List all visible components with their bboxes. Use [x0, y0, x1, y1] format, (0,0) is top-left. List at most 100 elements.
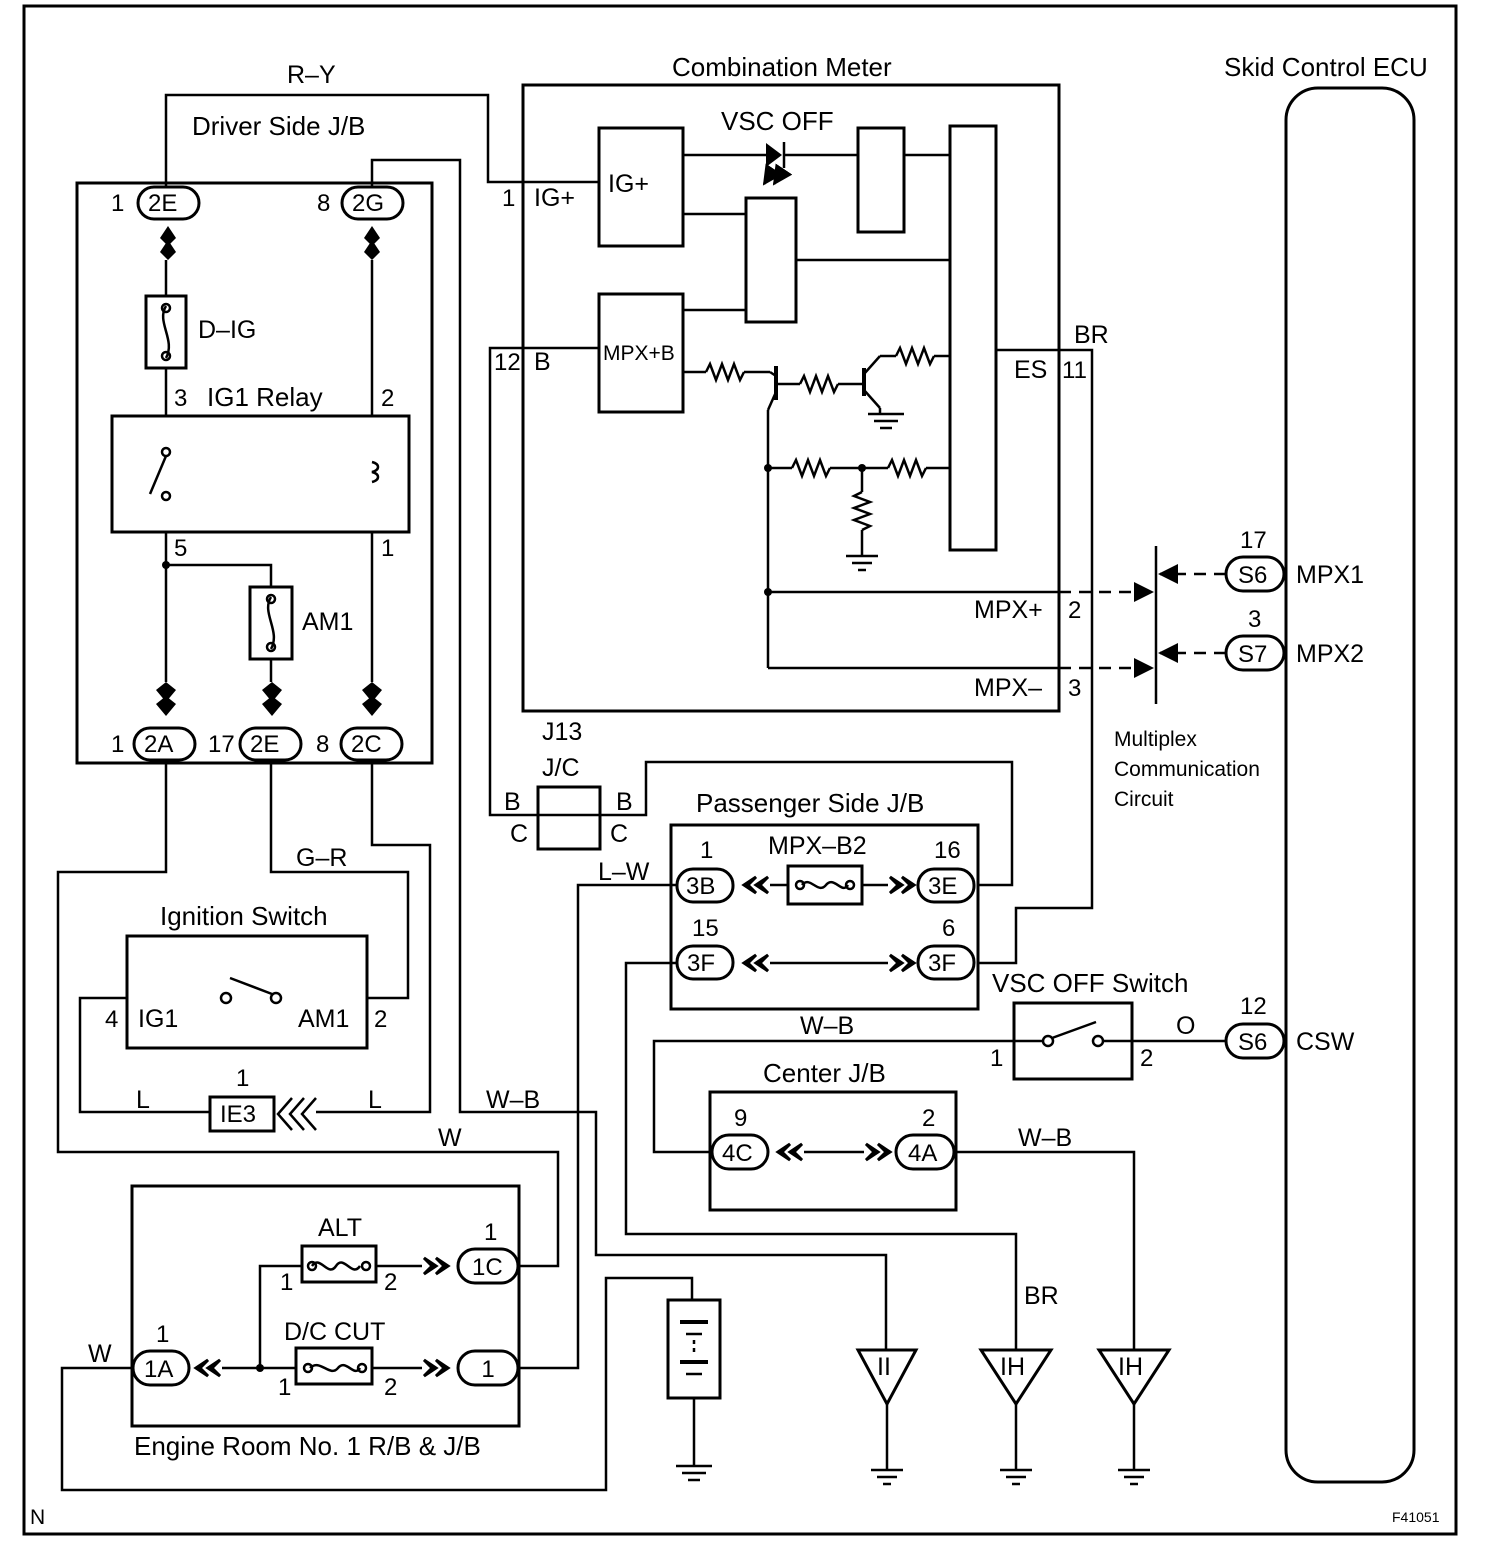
connector-1c — [456, 1247, 520, 1285]
driver-side-jb-title: Driver Side J/B — [192, 111, 365, 141]
ground-icon — [868, 412, 904, 430]
fuse-am1-label: AM1 — [302, 608, 353, 636]
engine-room-rb-jb: Engine Room No. 1 R/B & J/B ALT 1 2 D/C … — [130, 1184, 521, 1461]
connector-s6-csw-label: S6 — [1238, 1029, 1267, 1056]
meter-terminal-ig-plus: IG+ — [534, 184, 575, 212]
wire-w-mid-label: W — [438, 1124, 462, 1152]
chevron-right-icon — [422, 1256, 451, 1276]
ecu-terminal-mpx2: MPX2 — [1296, 640, 1364, 668]
fuse-alt — [300, 1244, 378, 1284]
center-jb-title: Center J/B — [763, 1058, 886, 1088]
wire-w-b-mid — [652, 1039, 1014, 1154]
connector-2g-label: 2G — [352, 190, 384, 217]
connector-3f-right-label: 3F — [928, 950, 956, 977]
connector-s6-mpx1-label: S6 — [1238, 562, 1267, 589]
driver-side-jb: Driver Side J/B 2E 1 2G 8 D–IG IG1 Relay… — [75, 111, 434, 765]
ignition-switch-title: Ignition Switch — [160, 901, 328, 931]
skid-control-ecu: Skid Control ECU S6 17 MPX1 S7 3 MPX2 S6… — [1224, 52, 1428, 1484]
fuse-dc-pin-1: 1 — [278, 1374, 291, 1401]
connector-1c-label: 1C — [472, 1254, 503, 1281]
wire-o-label: O — [1176, 1012, 1195, 1040]
ground-icon — [1000, 1468, 1032, 1486]
wire-l-w-label: L–W — [598, 858, 650, 886]
wire-jc-to-3e — [600, 760, 1014, 887]
relay-pin-1: 1 — [381, 535, 394, 562]
ground-ih-1: IH — [978, 1348, 1054, 1486]
fuse-mpx-b2-label: MPX–B2 — [768, 832, 867, 860]
meter-terminal-mpx-plus: MPX+ — [974, 596, 1043, 624]
connector-s6-csw-pin: 12 — [1240, 993, 1267, 1020]
connector-s6-csw — [1224, 1022, 1286, 1060]
connector-3e — [916, 867, 976, 904]
ground-ii-label: II — [877, 1353, 891, 1381]
resistor-icon — [704, 360, 746, 384]
ground-icon — [1118, 1468, 1150, 1486]
resistor-icon — [798, 372, 840, 396]
ig1-relay-title: IG1 Relay — [207, 382, 323, 412]
meter-pin-11: 11 — [1062, 357, 1087, 384]
multiplex-label-line3: Circuit — [1114, 788, 1174, 811]
fuse-alt-pin-1: 1 — [280, 1269, 293, 1296]
meter-terminal-es: ES — [1014, 356, 1047, 384]
vsc-off-indicator-label: VSC OFF — [721, 106, 834, 136]
chevron-up-icon — [160, 226, 176, 260]
connector-2a-pin: 1 — [111, 731, 124, 758]
meter-cpu-block — [948, 124, 998, 552]
connector-4c-pin: 9 — [734, 1105, 747, 1132]
resistor-icon — [894, 344, 936, 368]
wire-w-left-label: W — [88, 1340, 112, 1368]
wire-w-b-right — [954, 1150, 1136, 1350]
resistor-icon — [850, 490, 874, 532]
connector-2e-top — [136, 185, 201, 221]
meter-terminal-b: B — [534, 348, 551, 376]
meter-mpx-b-block-label: MPX+B — [603, 342, 675, 365]
ecu-terminal-csw: CSW — [1296, 1028, 1355, 1056]
connector-3b-label: 3B — [686, 873, 715, 900]
connector-2e-bottom-label: 2E — [250, 731, 279, 758]
led-icon — [766, 143, 782, 167]
wire-l-left-label: L — [136, 1086, 150, 1114]
connector-s7-mpx2-label: S7 — [1238, 641, 1267, 668]
meter-terminal-mpx-minus: MPX– — [974, 674, 1042, 702]
chevron-up-icon — [364, 226, 380, 260]
meter-driver-block — [856, 126, 906, 234]
outer-frame — [22, 4, 1458, 1536]
jc-terminal-b-left: B — [504, 788, 521, 816]
connector-3b-pin: 1 — [700, 837, 713, 864]
wire-l-right — [316, 760, 432, 1114]
wire-l-right-label: L — [368, 1086, 382, 1114]
meter-ig-plus-block — [597, 126, 685, 248]
chevron-down-icon — [362, 682, 382, 716]
connector-s6-mpx1-pin: 17 — [1240, 527, 1267, 554]
wire-br-top-label: BR — [1074, 321, 1109, 349]
ignition-terminal-ig1: IG1 — [138, 1005, 178, 1033]
resistor-icon — [886, 456, 928, 480]
ig1-relay — [110, 414, 411, 534]
relay-pin-3: 3 — [174, 385, 187, 412]
relay-pin-5: 5 — [174, 535, 187, 562]
connector-2e-top-pin: 1 — [111, 190, 124, 217]
vsc-off-switch-title: VSC OFF Switch — [992, 968, 1188, 998]
chevron-down-icon — [156, 682, 176, 716]
wire-g-r — [269, 760, 410, 1000]
engine-room-title: Engine Room No. 1 R/B & J/B — [134, 1431, 481, 1461]
wire-r-y-label: R–Y — [287, 61, 336, 89]
chevron-left-icon — [193, 1358, 222, 1378]
wire-br-ground — [624, 961, 1018, 1350]
chevron-left-icon — [741, 875, 770, 895]
connector-4a-label: 4A — [908, 1140, 937, 1167]
chevron-right-icon — [422, 1358, 451, 1378]
connector-2a-label: 2A — [144, 731, 173, 758]
vsc-off-switch[interactable]: VSC OFF Switch 1 2 — [990, 968, 1188, 1081]
connector-2c-label: 2C — [351, 731, 382, 758]
chevron-left-icon — [276, 1097, 317, 1131]
wire-w-mid — [56, 760, 560, 1268]
multiplex-label-line1: Multiplex — [1114, 728, 1197, 751]
vsc-switch-pin-2: 2 — [1140, 1045, 1153, 1072]
wire-r-y — [164, 93, 590, 187]
wire-br-ground-label: BR — [1024, 1282, 1059, 1310]
vsc-switch-pin-1: 1 — [990, 1045, 1003, 1072]
skid-control-ecu-title: Skid Control ECU — [1224, 52, 1428, 82]
connector-ie3 — [208, 1095, 276, 1133]
